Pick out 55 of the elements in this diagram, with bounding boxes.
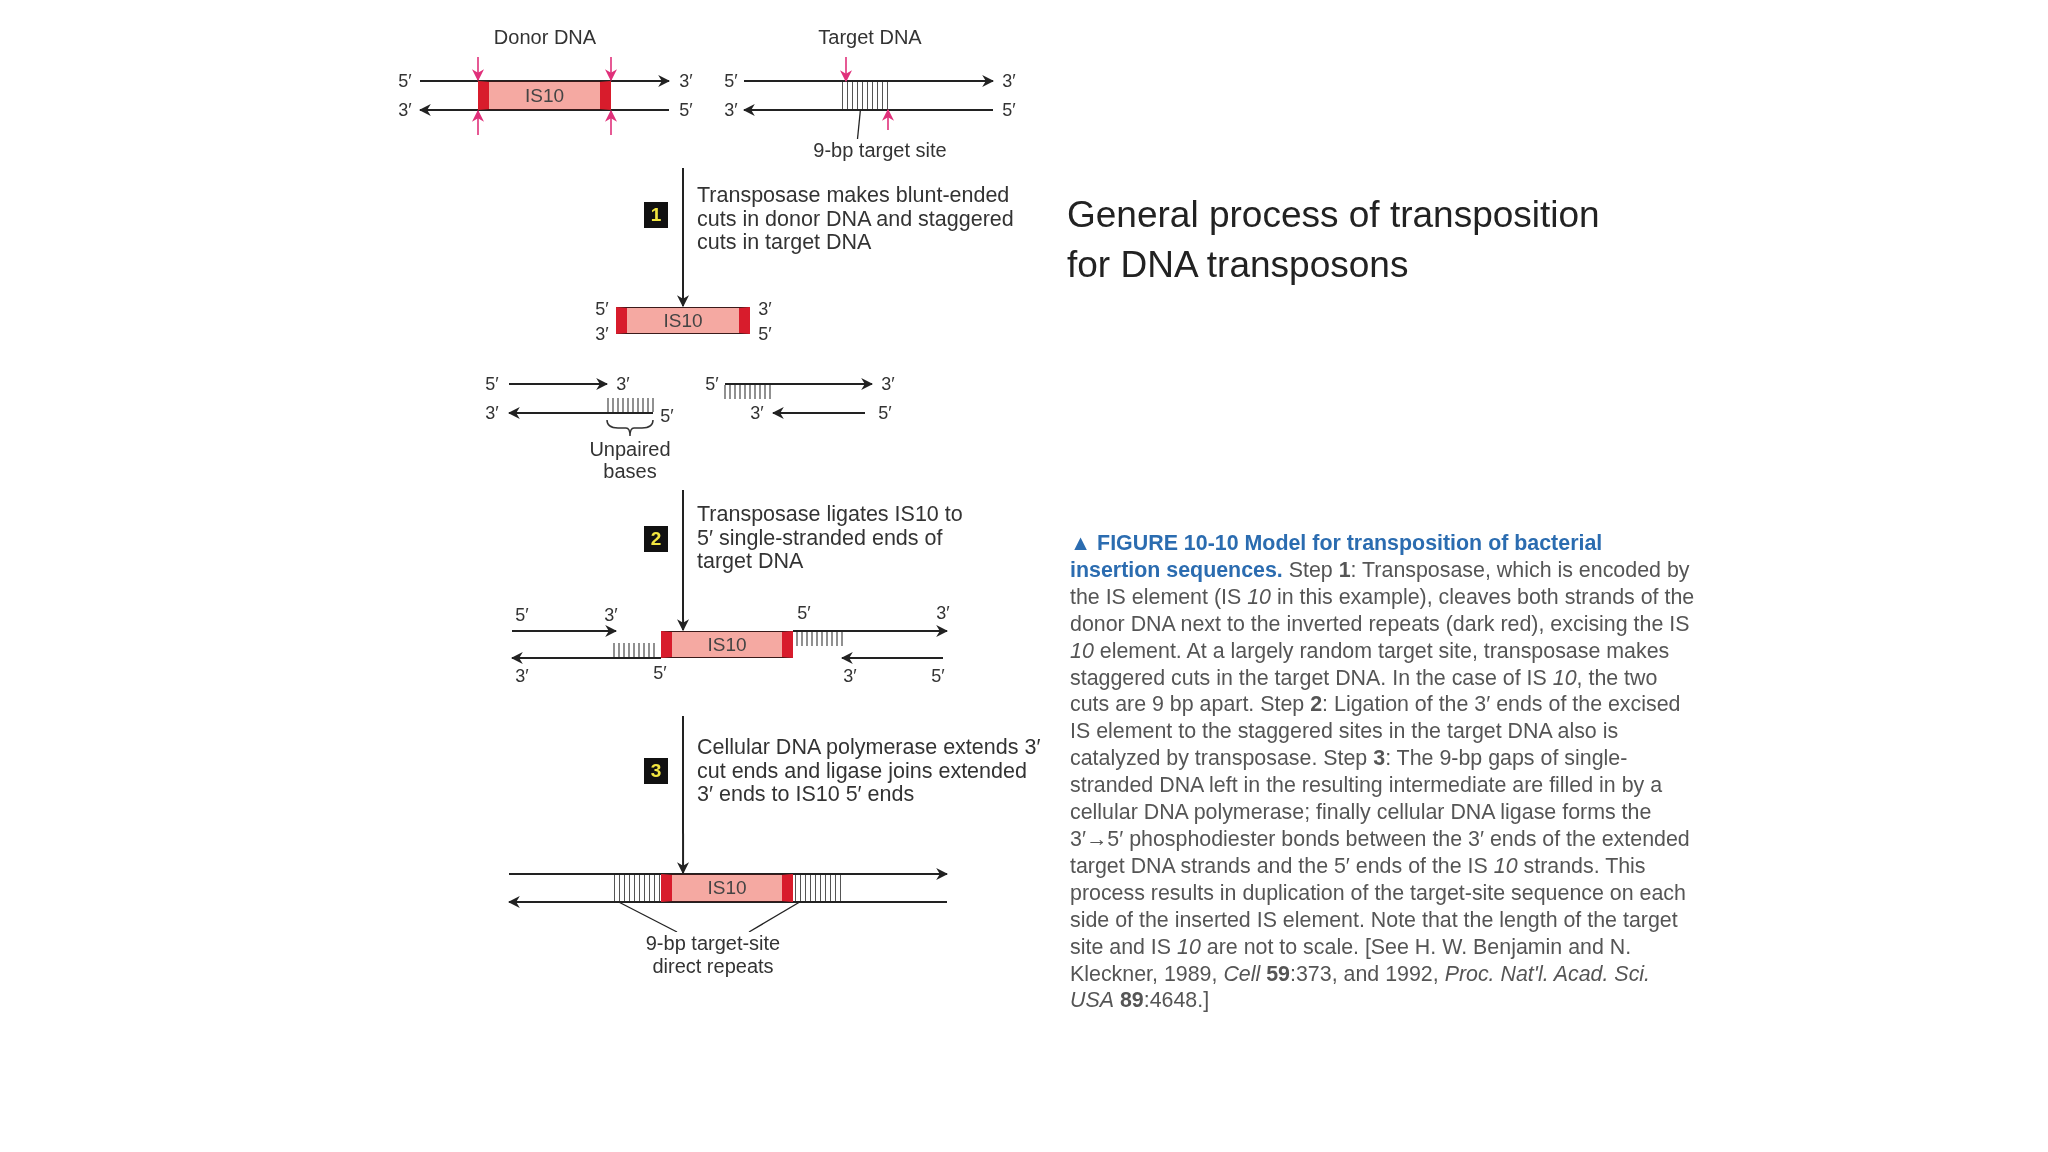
arrow: [677, 715, 690, 875]
base-pair-ticks: [842, 82, 888, 109]
cut-site-arrow: [472, 56, 484, 82]
leader-line: [748, 901, 801, 933]
cut-site-arrow: [605, 109, 617, 136]
base-pair-ticks: [614, 875, 661, 901]
strand-end-label: 5′: [659, 405, 675, 427]
section-heading: Target DNA: [817, 26, 923, 49]
strand-end-label: 5′: [678, 99, 694, 121]
arrow: [677, 167, 689, 308]
strand-end-label: 3′: [757, 298, 773, 320]
figure-caption: ▲ FIGURE 10-10 Model for transposition of bacterial insertion sequences. Step 1: Transposase, which is encoded by the IS element (IS 10 in this example), cleaves both strands of the donor DNA next to the inverted repeats (dark red), excising the IS 10 element. At a largely random target site, transposase makes staggered cuts in the target DNA. In the case of IS 10, the two cuts are 9 bp apart. Step 2: Ligation of the 3′ ends of the excised IS element to the staggered sites in the target DNA also is catalyzed by transposase. Step 3: The 9-bp gaps of single-stranded DNA left in the resulting intermediate are filled in by a cellular DNA polymerase; finally cellular DNA ligase forms the 3′→5′ phosphodiester bonds between the 3′ ends of the extended target DNA strands and the 5′ ends of the IS 10 strands. This process results in duplication of the target-site sequence on each side of the inserted IS element. Note that the length of the target site and IS 10 are not to scale. [See H. W. Benjamin and N. Kleckner, 1989, Cell 59:373, and 1992, Proc. Nat'l. Acad. Sci. USA 89:4648.]: [1070, 530, 1695, 1015]
step-number: 2: [644, 526, 668, 552]
strand-end-label: 3′: [594, 323, 610, 345]
is-element-box: IS10: [661, 631, 793, 658]
section-heading: Donor DNA: [492, 26, 598, 49]
strand-end-label: 3′: [1001, 70, 1017, 92]
is-element-box: IS10: [661, 874, 793, 902]
leader-line: [856, 109, 862, 140]
strand-end-label: 5′: [514, 604, 530, 626]
strand-end-label: 5′: [1001, 99, 1017, 121]
strand-end-label: 5′: [484, 373, 500, 395]
annotation-text: Unpaired bases: [588, 438, 672, 482]
leader-line: [618, 901, 678, 933]
strand-end-label: 3′: [615, 373, 631, 395]
strand-end-label: 5′: [723, 70, 739, 92]
strand-end-label: 3′: [935, 602, 951, 624]
strand-end-label: 3′: [723, 99, 739, 121]
strand-end-label: 3′: [514, 665, 530, 687]
strand-end-label: 3′: [484, 402, 500, 424]
strand-end-label: 3′: [880, 373, 896, 395]
cut-site-arrow: [840, 56, 852, 83]
strand-end-label: 5′: [594, 298, 610, 320]
is-element-box: IS10: [616, 307, 750, 334]
strand-end-label: 3′: [678, 70, 694, 92]
base-pair-ticks: [795, 875, 842, 901]
strand-end-label: 3′: [749, 402, 765, 424]
strand-end-label: 5′: [796, 602, 812, 624]
strand-end-label: 5′: [757, 323, 773, 345]
strand-end-label: 3′: [842, 665, 858, 687]
strand-end-label: 5′: [652, 662, 668, 684]
is-element-box: IS10: [478, 81, 611, 110]
arrow: [677, 489, 690, 632]
strand-end-label: 5′: [704, 373, 720, 395]
strand-end-label: 3′: [397, 99, 413, 121]
strand-end-label: 5′: [397, 70, 413, 92]
step-number: 3: [644, 758, 668, 784]
slide-title: General process of transposition for DNA transposons: [1067, 193, 1601, 287]
cut-site-arrow: [882, 108, 894, 131]
strand-end-label: 3′: [603, 604, 619, 626]
cut-site-arrow: [472, 109, 484, 136]
strand-end-label: 5′: [877, 402, 893, 424]
cut-site-arrow: [605, 56, 617, 82]
step-number: 1: [644, 202, 668, 228]
strand-end-label: 5′: [930, 665, 946, 687]
